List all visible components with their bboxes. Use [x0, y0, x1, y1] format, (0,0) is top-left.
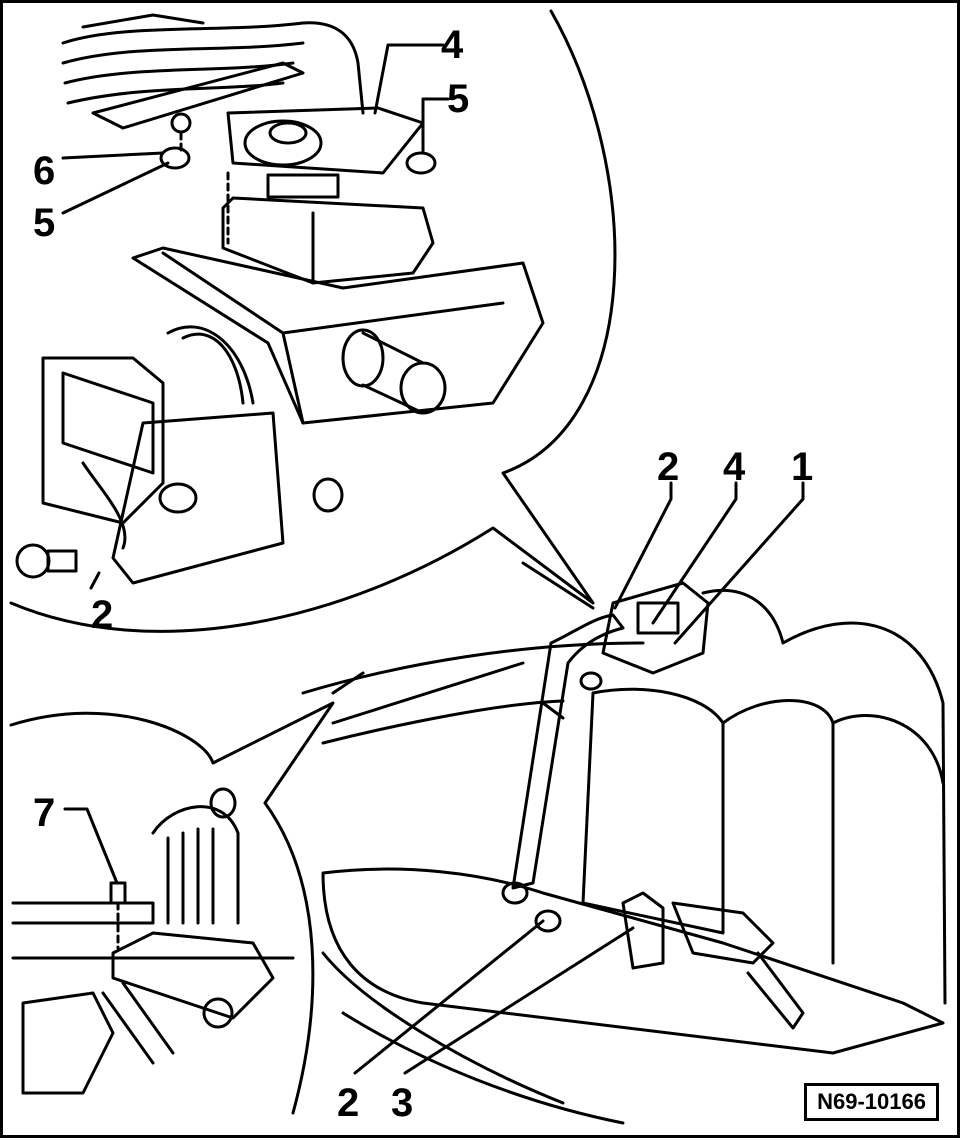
callout-4-top-detail: 4 [441, 23, 464, 67]
callout-2-top-detail: 2 [91, 593, 114, 637]
callout-7: 7 [33, 791, 56, 835]
callout-3: 3 [391, 1081, 414, 1125]
top-detail-leaders [61, 43, 450, 590]
callout-2-main: 2 [657, 445, 680, 489]
bottom-detail-leader [63, 807, 119, 885]
callout-2-bottom: 2 [337, 1081, 360, 1125]
reference-number: N69-10166 [804, 1083, 939, 1121]
callout-4-main: 4 [723, 445, 746, 489]
bottom-detail-parts [11, 787, 295, 1095]
main-view-leaders [353, 481, 805, 1075]
bottom-detail-balloon [9, 701, 335, 1115]
callout-1: 1 [791, 445, 814, 489]
callout-5-left: 5 [33, 201, 56, 245]
main-view-parts [301, 561, 947, 1125]
callout-5-right: 5 [447, 77, 470, 121]
top-detail-parts [15, 13, 545, 585]
technical-drawing [9, 9, 947, 1125]
top-detail-balloon [9, 9, 617, 633]
callout-6: 6 [33, 149, 56, 193]
